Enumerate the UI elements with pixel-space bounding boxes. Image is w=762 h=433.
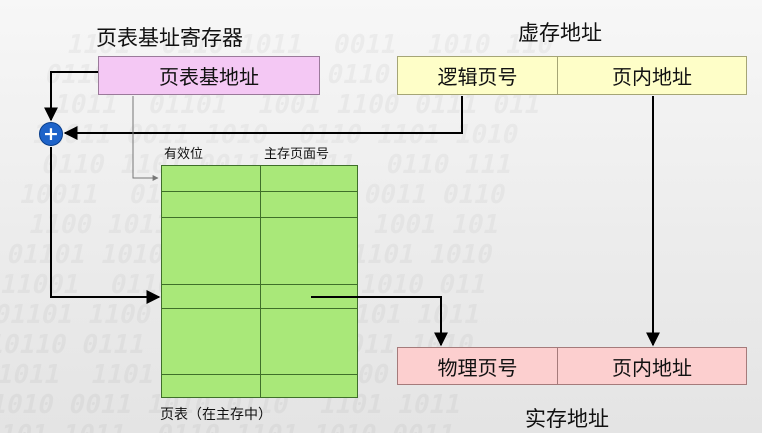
page-table-register-label: 页表基址寄存器 [96,26,243,50]
physical-page-offset-cell: 页内地址 [558,348,746,384]
logical-page-number-text: 逻辑页号 [437,65,518,89]
page-table-base-text: 页表基地址 [159,65,259,89]
page-table-caption: 页表（在主存中） [160,407,272,423]
virtual-page-offset-cell: 页内地址 [558,57,746,94]
adder-to-table-entry-arrow [50,147,161,304]
physical-page-number-cell: 物理页号 [398,348,558,384]
virtual-page-offset-text: 页内地址 [612,65,692,89]
table-row [162,285,357,309]
main-page-number-header: 主存页面号 [264,147,330,162]
base-to-table-start-pointer [132,96,159,181]
virtual-address-box: 逻辑页号 页内地址 [397,56,747,95]
table-row [162,166,357,192]
physical-address-label: 实存地址 [525,407,609,431]
entry-to-physical-page-arrow [311,296,448,347]
table-row [162,192,357,218]
adder-plus-icon: + [39,122,63,146]
page-table-column-divider [260,166,261,397]
logical-page-to-adder-arrow [63,96,463,140]
table-row [162,309,357,375]
virtual-address-label: 虚存地址 [518,21,602,45]
page-table-base-box: 页表基地址 [98,56,320,95]
physical-page-number-text: 物理页号 [437,355,518,380]
table-row [162,218,357,285]
logical-page-number-cell: 逻辑页号 [398,57,558,94]
base-to-adder-arrow [44,71,98,122]
physical-page-offset-text: 页内地址 [612,355,692,380]
valid-bit-header: 有效位 [164,147,204,162]
page-table [161,165,358,398]
physical-address-box: 物理页号 页内地址 [397,347,747,385]
